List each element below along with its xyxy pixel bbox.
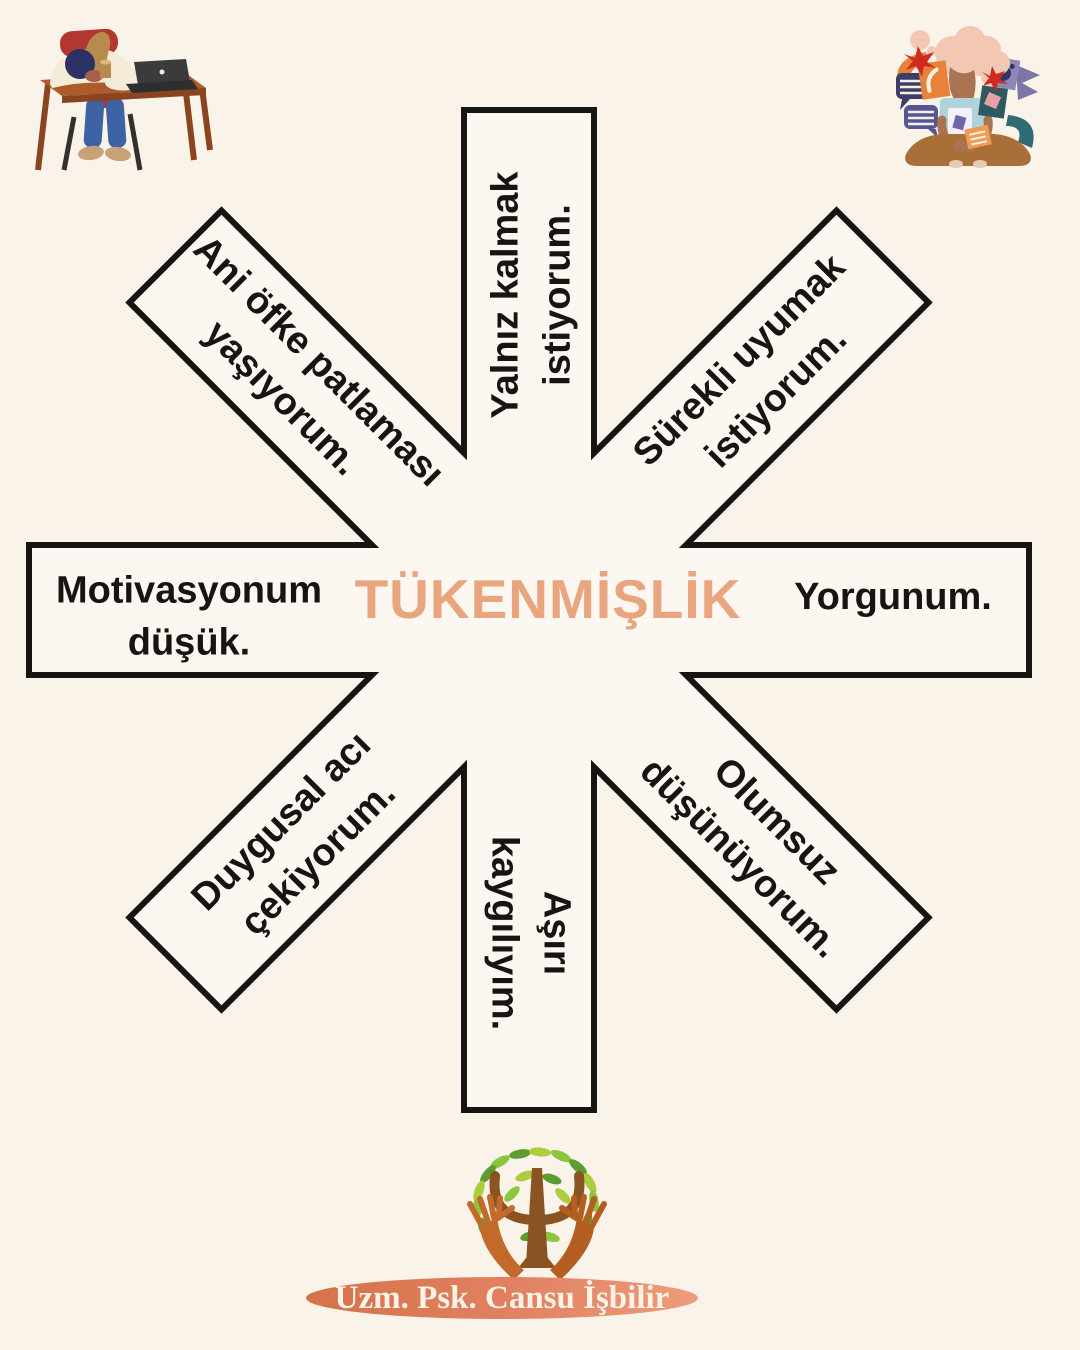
logo-right-hand: [550, 1194, 607, 1280]
credit-text: Uzm. Psk. Cansu İşbilir: [334, 1279, 670, 1316]
arm-label-top: Yalnız kalmak istiyorum.: [480, 171, 585, 418]
logo-leaves: [472, 1147, 599, 1249]
arm-label-right-line1: Yorgunum.: [794, 575, 992, 618]
psi-tree-in-hands-logo: [467, 1147, 607, 1280]
arm-label-top-line2: istiyorum.: [537, 204, 579, 386]
arm-label-left-line2: düşük.: [127, 622, 251, 664]
arm-label-top-line1: Yalnız kalmak: [484, 171, 527, 419]
arm-label-bottom-line1: Aşırı: [535, 890, 578, 976]
logo-left-hand: [467, 1194, 524, 1280]
arm-label-bottom-line2: kaygılıyım.: [483, 835, 525, 1031]
arm-label-bottom: Aşırı kaygılıyım.: [478, 836, 583, 1030]
person-asleep-at-desk-illustration: [35, 28, 213, 171]
star-outline: [26, 107, 1032, 1113]
center-title: TÜKENMİŞLİK: [354, 568, 742, 630]
credit-badge: Uzm. Psk. Cansu İşbilir: [306, 1277, 698, 1319]
arm-label-left: Motivasyonum düşük.: [56, 565, 322, 670]
arm-label-right: Yorgunum.: [794, 571, 992, 623]
person-overwhelmed-burnout-illustration: [896, 26, 1040, 168]
arm-label-left-line1: Motivasyonum: [55, 569, 323, 612]
